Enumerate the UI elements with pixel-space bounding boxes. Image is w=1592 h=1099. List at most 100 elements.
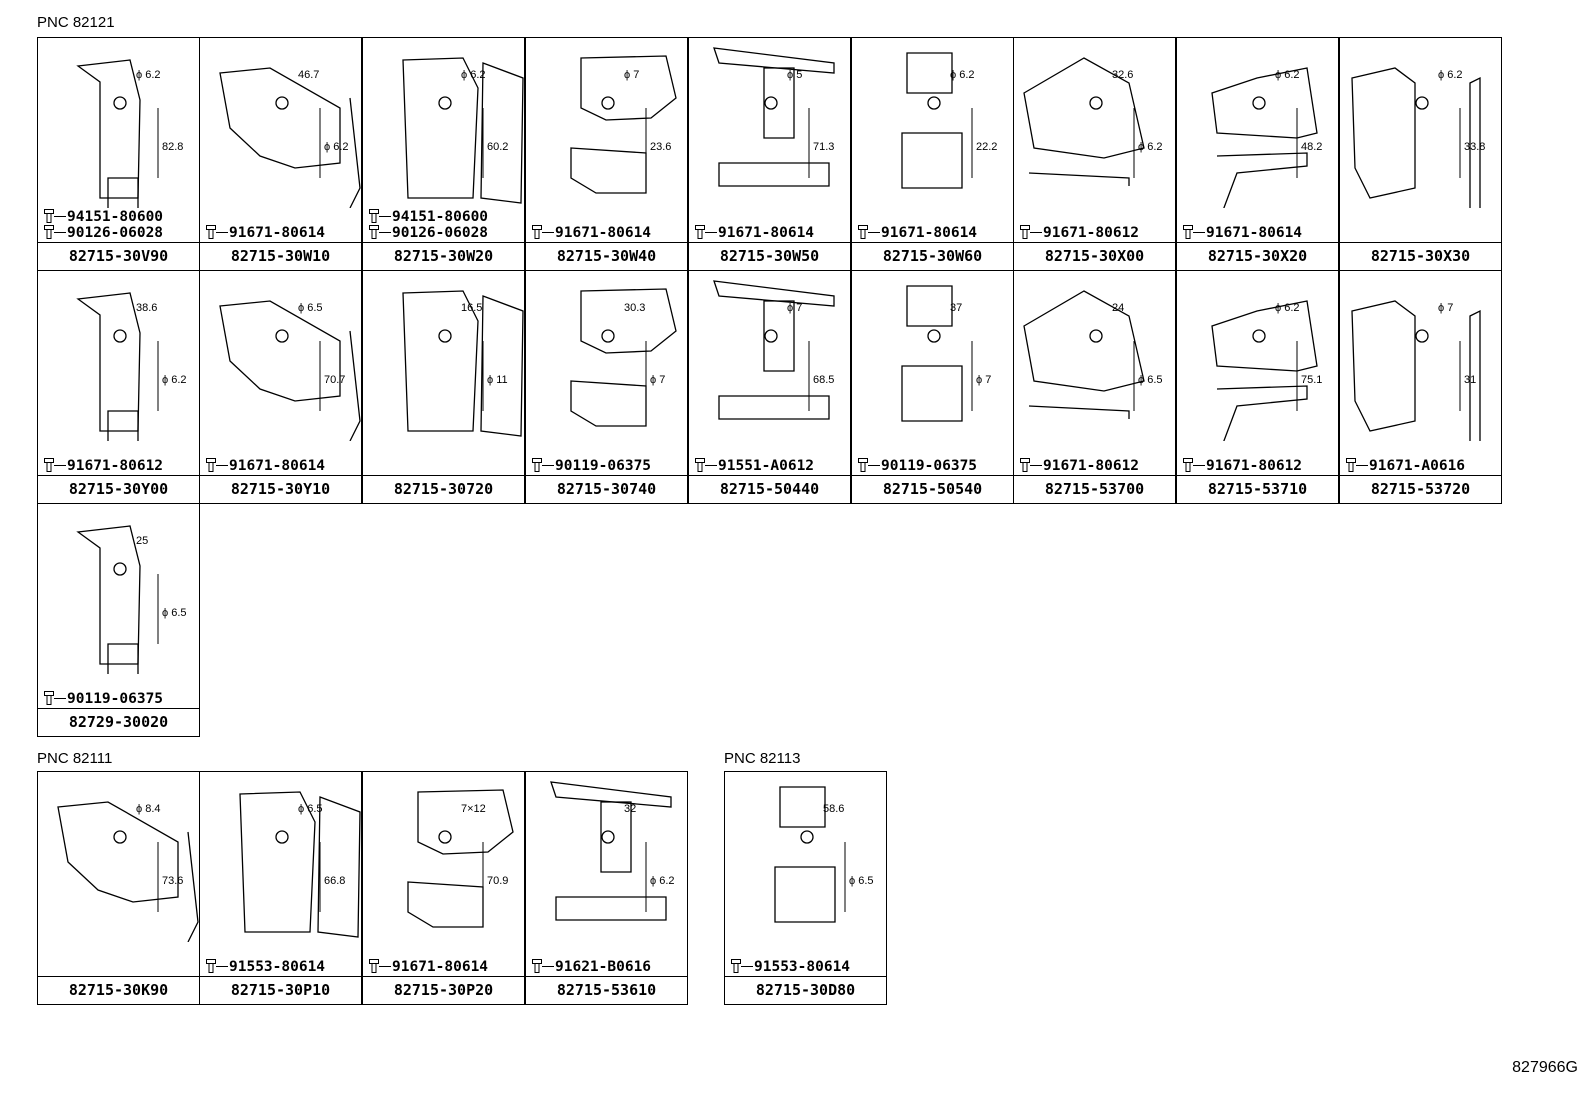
part-number[interactable]: 82715-30W40 <box>526 242 687 270</box>
part-number[interactable]: 82715-30P10 <box>200 976 361 1004</box>
bracket-outline <box>317 796 361 938</box>
part-number[interactable]: 82715-30X20 <box>1177 242 1338 270</box>
bracket-outline <box>76 59 141 199</box>
bolt-icon <box>858 458 868 472</box>
part-number[interactable]: 82715-30W20 <box>363 242 524 270</box>
mounting-hole <box>1089 329 1103 343</box>
bolt-part-number-text: 91671-80612 <box>67 458 164 474</box>
bolt-part-number-text: 91671-80614 <box>392 959 489 975</box>
part-number[interactable]: 82715-50540 <box>852 475 1013 503</box>
dimension-label: 32 <box>624 803 636 815</box>
bracket-outline <box>779 786 826 828</box>
part-number[interactable]: 82715-53610 <box>526 976 687 1004</box>
bracket-drawing: 25ϕ 6.5 <box>76 525 187 674</box>
bracket-drawing: ϕ 6.570.7 <box>219 300 361 441</box>
bracket-drawing: ϕ 6.282.8 <box>76 59 183 208</box>
bolt-part-number: 90119-06375 <box>532 458 651 474</box>
bracket-outline <box>906 52 953 94</box>
part-number[interactable]: 82715-30Y10 <box>200 475 361 503</box>
bracket-outline <box>219 300 341 402</box>
part-number[interactable]: 82715-30740 <box>526 475 687 503</box>
bolt-part-number-text: 91553-80614 <box>754 959 851 975</box>
dimension-label: ϕ 5 <box>787 69 802 81</box>
part-number[interactable]: 82715-30Y00 <box>38 475 199 503</box>
bolt-icon <box>369 209 379 223</box>
part-number[interactable]: 82715-30V90 <box>38 242 199 270</box>
bracket-outline <box>349 97 361 208</box>
part-number[interactable]: 82715-53710 <box>1177 475 1338 503</box>
bracket-outline <box>1216 152 1308 208</box>
dimension-label: ϕ 8.4 <box>136 803 161 815</box>
part-number[interactable]: 82715-30W50 <box>689 242 850 270</box>
part-number[interactable]: 82715-30K90 <box>38 976 199 1004</box>
part-number[interactable]: 82715-30P20 <box>363 976 524 1004</box>
bolt-part-number: 91671-A0616 <box>1346 458 1465 474</box>
mounting-hole <box>601 830 615 844</box>
bracket-outline <box>480 62 524 204</box>
bracket-outline <box>1216 385 1308 441</box>
bracket-drawing: 24ϕ 6.5 <box>1023 290 1163 419</box>
dimension-label: ϕ 6.2 <box>1138 141 1163 153</box>
bolt-part-number-text: 91671-80614 <box>881 225 978 241</box>
bolt-part-number-text: 90119-06375 <box>67 691 164 707</box>
bracket-outline <box>1028 405 1130 419</box>
dimension-label: ϕ 6.2 <box>324 141 349 153</box>
bolt-icon <box>858 225 868 239</box>
dimension-label: 7×12 <box>461 803 486 815</box>
part-number[interactable]: 82715-50440 <box>689 475 850 503</box>
bracket-outline <box>718 162 830 187</box>
mounting-hole <box>438 830 452 844</box>
part-number[interactable]: 82715-30D80 <box>725 976 886 1004</box>
bracket-drawing: ϕ 768.5 <box>713 280 835 420</box>
part-number[interactable]: 82715-53700 <box>1014 475 1175 503</box>
bolt-icon <box>206 959 216 973</box>
mounting-hole <box>1089 96 1103 110</box>
bracket-drawing: ϕ 5 71.3 <box>713 47 835 187</box>
bracket-outline <box>219 67 341 169</box>
part-number[interactable]: 82715-30W10 <box>200 242 361 270</box>
part-number[interactable]: 82715-30W60 <box>852 242 1013 270</box>
mounting-hole <box>113 329 127 343</box>
bracket-outline <box>1469 76 1481 208</box>
diagram-reference-number: 827966G <box>1512 1059 1578 1076</box>
mounting-hole <box>113 830 127 844</box>
part-number[interactable]: 82715-30X30 <box>1340 242 1501 270</box>
part-number[interactable]: 82715-30X00 <box>1014 242 1175 270</box>
part-number[interactable]: 82715-53720 <box>1340 475 1501 503</box>
bolt-part-number: 94151-80600 <box>44 209 163 225</box>
pnc-label-82111: PNC 82111 <box>37 750 113 767</box>
bolt-icon <box>44 209 54 223</box>
bracket-outline <box>570 380 647 427</box>
bolt-part-number: 90119-06375 <box>858 458 977 474</box>
dimension-label: 71.3 <box>813 141 834 153</box>
bracket-drawing: ϕ 6.260.2 <box>402 57 524 204</box>
mounting-hole <box>1415 329 1429 343</box>
mounting-hole <box>113 96 127 110</box>
bolt-part-number: 91671-80612 <box>1020 225 1139 241</box>
bolt-part-number: 91671-80614 <box>206 458 325 474</box>
bolt-part-number-text: 91621-B0616 <box>555 959 652 975</box>
mounting-hole <box>438 96 452 110</box>
bolt-part-number: 90126-06028 <box>369 225 488 241</box>
dimension-label: 82.8 <box>162 141 183 153</box>
bolt-part-number: 91621-B0616 <box>532 959 651 975</box>
bracket-drawing: ϕ 6.566.8 <box>239 791 361 938</box>
dimension-label: ϕ 6.5 <box>298 302 323 314</box>
bolt-icon <box>1183 225 1193 239</box>
bolt-part-number-text: 91671-80614 <box>229 458 326 474</box>
part-number[interactable]: 82729-30020 <box>38 708 199 736</box>
bracket-outline <box>550 781 672 808</box>
dimension-label: ϕ 6.2 <box>650 875 675 887</box>
part-number[interactable]: 82715-30720 <box>363 475 524 503</box>
